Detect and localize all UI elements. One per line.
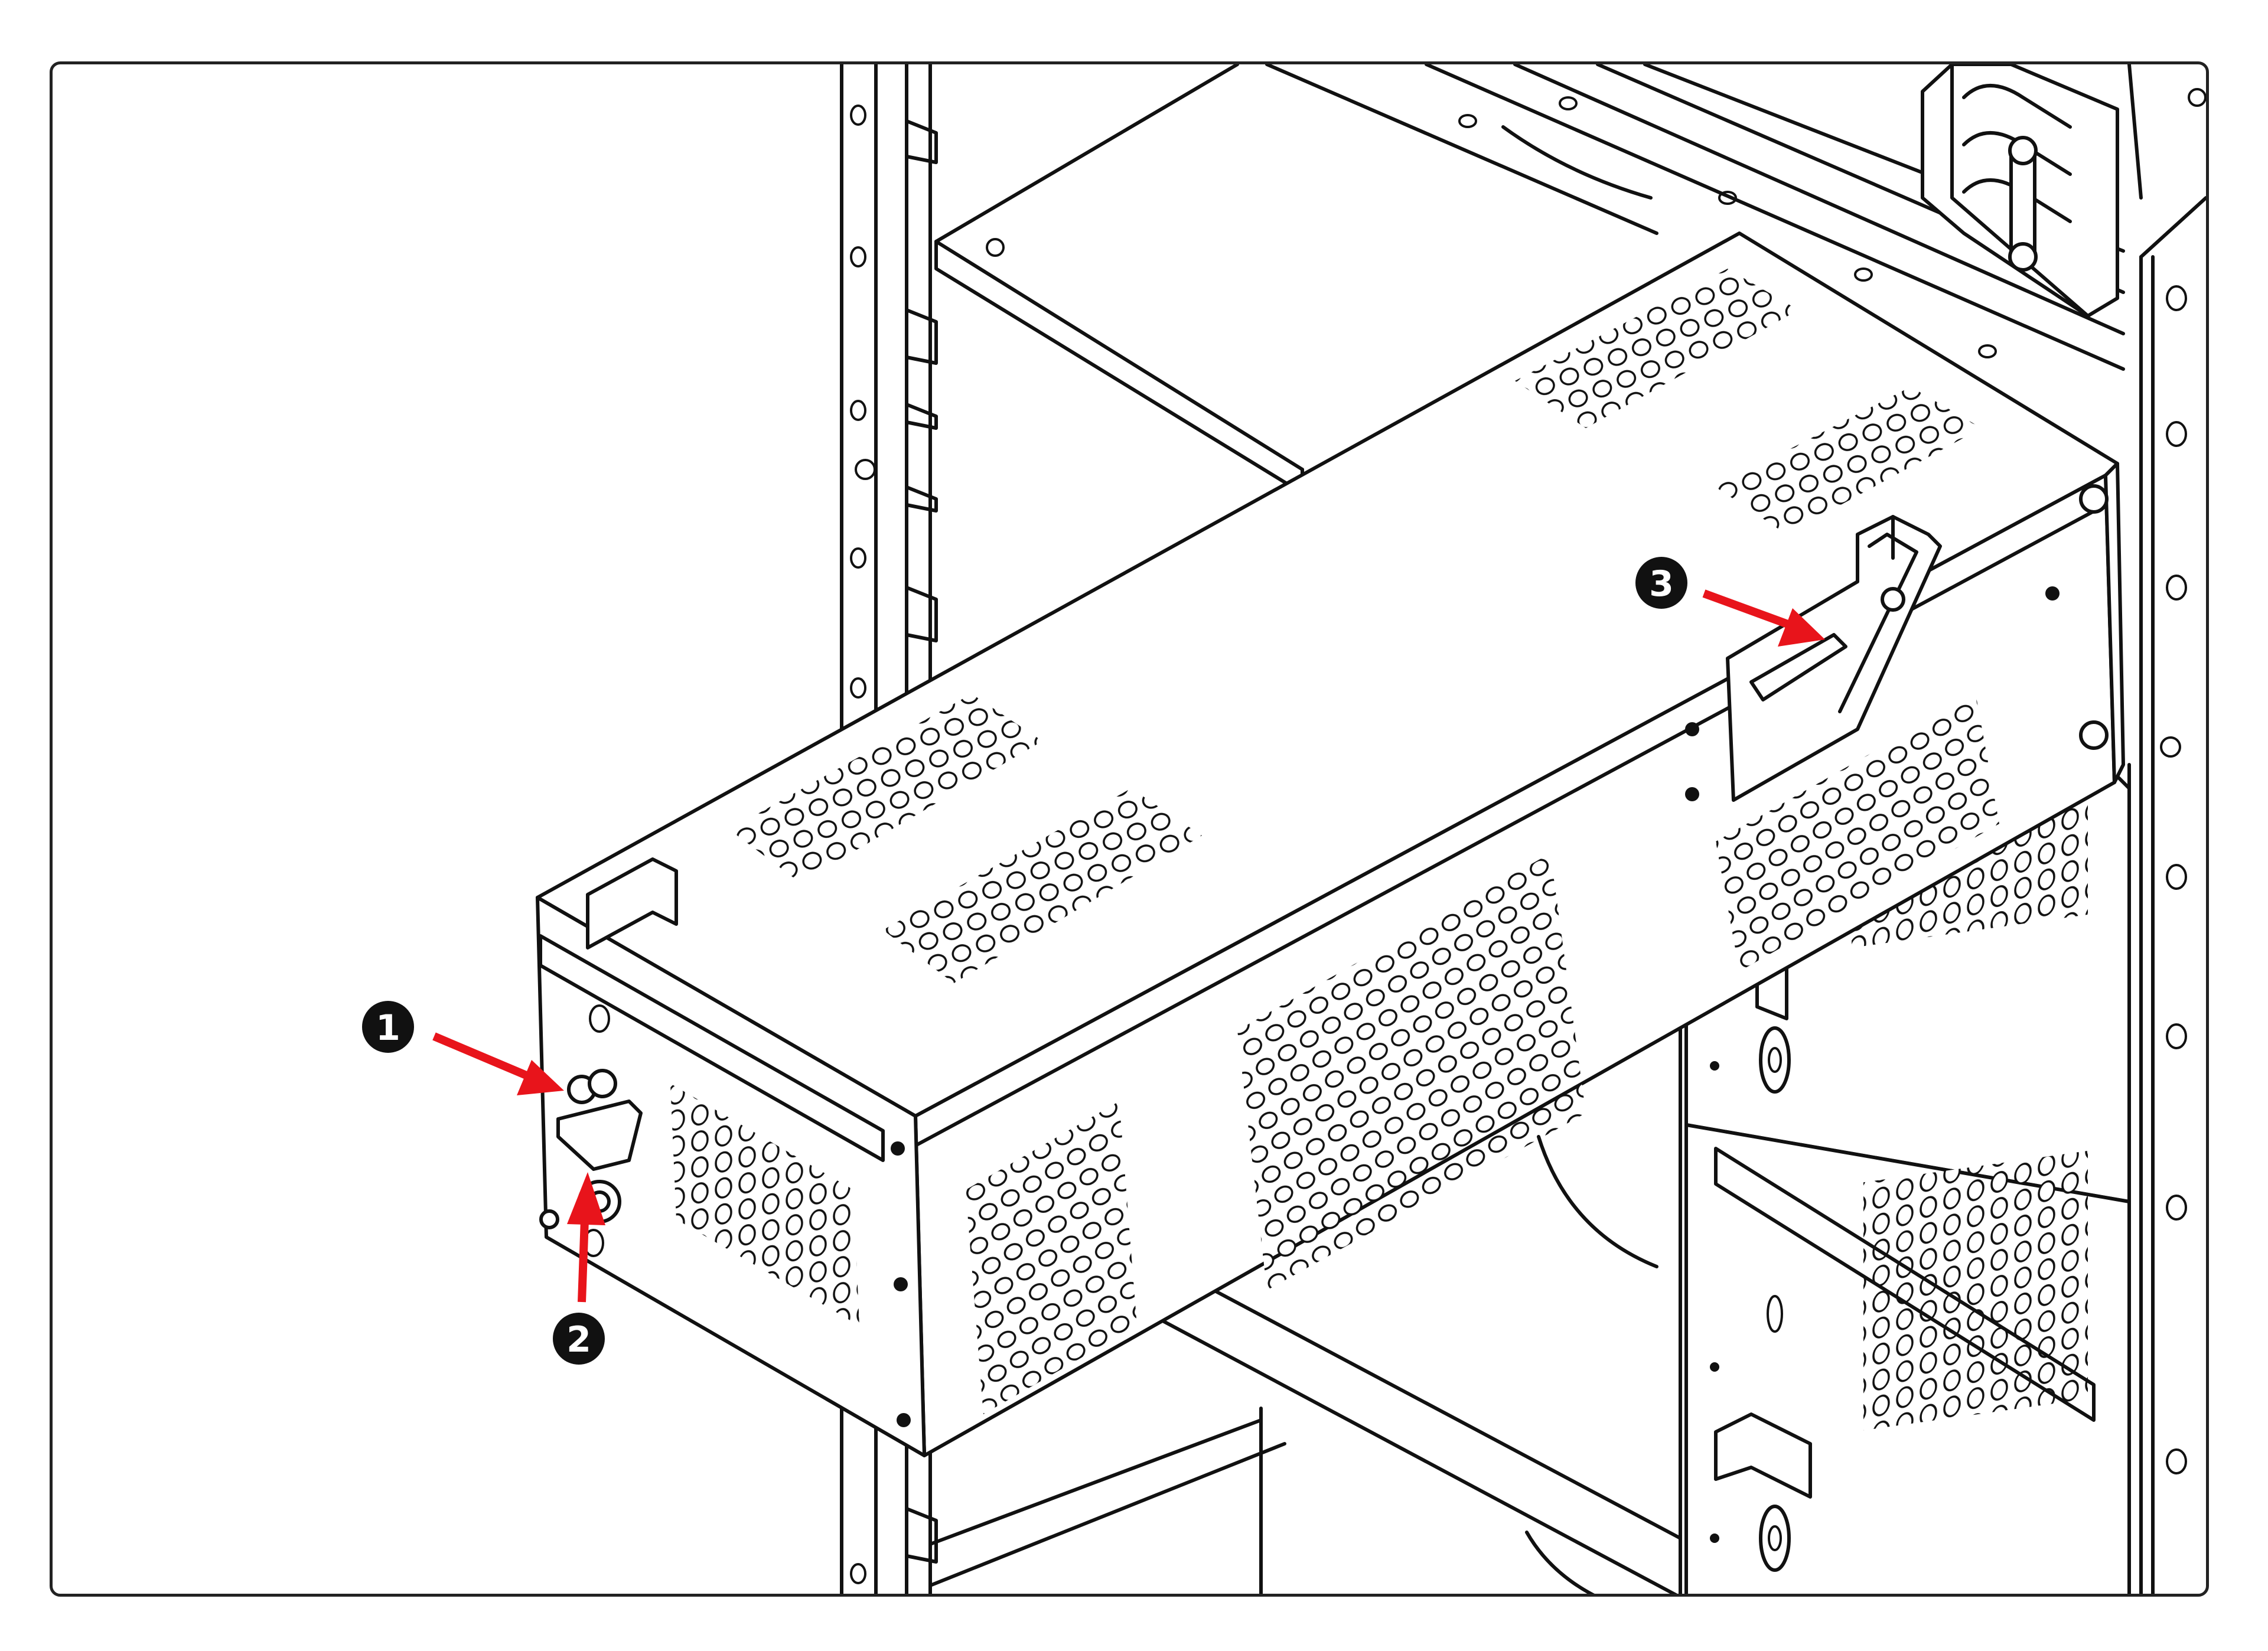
callout-1: 1	[362, 1001, 564, 1095]
callout-2: 2	[553, 1172, 605, 1365]
callout-3-number: 3	[1649, 563, 1674, 605]
callout-1-number: 1	[376, 1007, 400, 1049]
arrow-icon	[1778, 608, 1825, 647]
callout-2-number: 2	[566, 1319, 591, 1360]
drawer-module	[536, 231, 2125, 1457]
diagram-frame: 1 2 3	[50, 61, 2209, 1597]
callout-3: 3	[1635, 557, 1825, 647]
arrow-icon	[517, 1060, 564, 1095]
hardware-illustration: 1 2 3	[362, 64, 2206, 1594]
arrow-icon	[567, 1172, 605, 1225]
